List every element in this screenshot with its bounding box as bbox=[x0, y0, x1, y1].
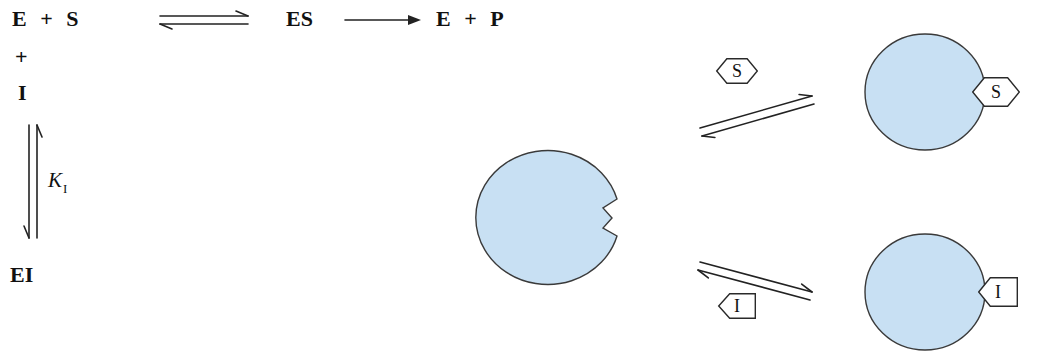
shape-letter: I bbox=[995, 283, 1001, 301]
inhibitor-shape: I bbox=[978, 277, 1018, 307]
complex-term: EI bbox=[10, 262, 33, 287]
inhibitor-term: I bbox=[18, 80, 27, 105]
inhibitor-shape: I bbox=[718, 293, 756, 319]
plus-sign: + bbox=[15, 44, 28, 69]
shape-letter: S bbox=[732, 62, 742, 80]
constant-symbol: K bbox=[48, 168, 62, 192]
reaction-term: E + P bbox=[436, 6, 504, 31]
substrate-hexagon: S bbox=[972, 77, 1020, 107]
substrate-hexagon: S bbox=[716, 58, 758, 84]
shape-letter: S bbox=[991, 83, 1001, 101]
constant-subscript: I bbox=[63, 182, 67, 197]
reaction-term: E + S bbox=[12, 6, 78, 31]
shape-letter: I bbox=[734, 297, 740, 315]
complex-term: ES bbox=[286, 6, 313, 31]
